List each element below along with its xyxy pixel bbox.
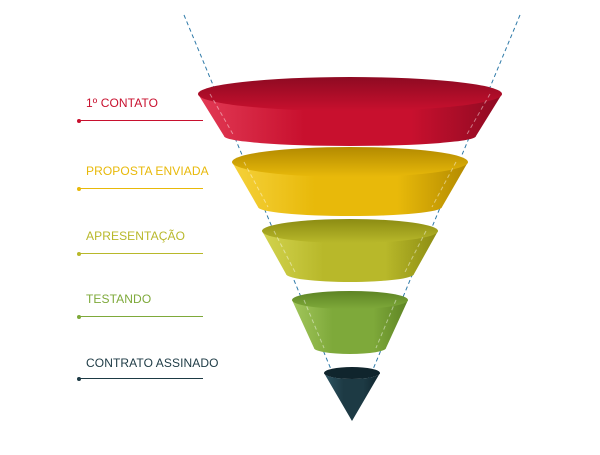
funnel-segment-3 bbox=[262, 219, 438, 282]
inner-guide-right-4 bbox=[375, 299, 397, 349]
funnel-segment-body-2 bbox=[232, 162, 468, 216]
stage-line-1 bbox=[79, 120, 203, 121]
stage-line-5 bbox=[79, 378, 203, 379]
funnel-segment-1 bbox=[198, 77, 502, 146]
inner-guide-right-2 bbox=[431, 161, 457, 208]
funnel-segments bbox=[198, 77, 502, 421]
guide-line-right bbox=[351, 14, 521, 421]
inner-guide-left-2 bbox=[243, 161, 269, 208]
stage-line-4 bbox=[79, 316, 203, 317]
funnel-segment-5 bbox=[324, 367, 380, 421]
funnel-segment-top-1 bbox=[198, 77, 502, 111]
stage-label-2: PROPOSTA ENVIADA bbox=[86, 164, 209, 178]
funnel-segment-body-5 bbox=[324, 373, 380, 421]
inner-guide-left-3 bbox=[273, 230, 297, 275]
stage-line-3 bbox=[79, 253, 203, 254]
funnel-segment-top-3 bbox=[262, 219, 438, 243]
stage-dot-1 bbox=[77, 119, 81, 123]
funnel-segment-body-3 bbox=[262, 231, 438, 282]
stage-label-3: APRESENTAÇÃO bbox=[86, 229, 185, 243]
stage-dot-4 bbox=[77, 315, 81, 319]
funnel-segment-top-5 bbox=[324, 367, 380, 379]
funnel-segment-top-4 bbox=[292, 291, 408, 309]
inner-guide-left-4 bbox=[303, 299, 325, 349]
funnel-segment-2 bbox=[232, 147, 468, 216]
funnel-segment-4 bbox=[292, 291, 408, 354]
funnel-segment-body-4 bbox=[292, 300, 408, 354]
stage-dot-2 bbox=[77, 187, 81, 191]
funnel-guide-lines bbox=[183, 14, 521, 421]
funnel-segment-top-2 bbox=[232, 147, 468, 177]
stage-label-5: CONTRATO ASSINADO bbox=[86, 356, 219, 370]
stage-dot-5 bbox=[77, 377, 81, 381]
stage-label-1: 1º CONTATO bbox=[86, 96, 159, 110]
guide-line-left bbox=[183, 14, 353, 421]
stage-label-4: TESTANDO bbox=[86, 292, 152, 306]
stage-dot-3 bbox=[77, 252, 81, 256]
inner-guide-left-1 bbox=[209, 93, 235, 137]
inner-guide-right-1 bbox=[465, 93, 491, 137]
stage-line-2 bbox=[79, 188, 203, 189]
inner-guide-right-3 bbox=[403, 230, 427, 275]
